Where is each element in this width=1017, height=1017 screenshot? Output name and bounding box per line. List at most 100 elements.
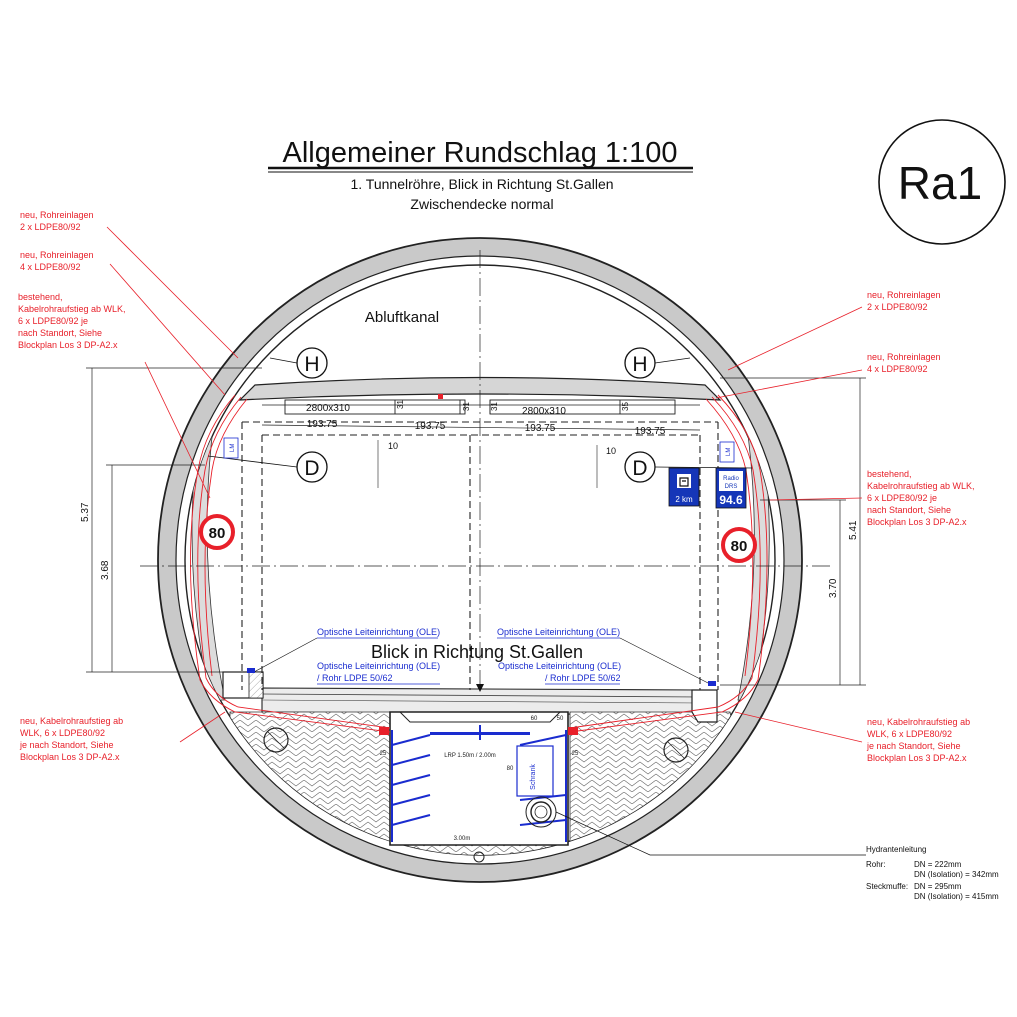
d-leader-left — [207, 455, 298, 468]
view-direction-label: Blick in Richtung St.Gallen — [371, 642, 583, 662]
hydrant-letter-right: H — [632, 353, 647, 376]
annotation-left-4: neu, Kabelrohraufstieg ab WLK, 6 x LDPE8… — [19, 716, 126, 762]
right-wall-lining — [737, 419, 770, 701]
cable-box-left — [379, 727, 389, 735]
dim-31-a: 31 — [396, 400, 405, 409]
drain-pipe-right — [663, 737, 689, 763]
hydrant-leader — [555, 811, 866, 856]
speed-sign-left-value: 80 — [209, 525, 226, 542]
drain-pipe-right-cross — [667, 741, 685, 759]
annotation-right-4: neu, Kabelrohraufstieg ab WLK, 6 x LDPE8… — [866, 717, 973, 763]
d-letter-left: D — [304, 457, 319, 480]
ole-label-right-2: Optische Leiteinrichtung (OLE) — [498, 661, 621, 671]
ole-label-left-2: Optische Leiteinrichtung (OLE) — [317, 661, 440, 671]
dim-10-left: 10 — [388, 441, 398, 451]
cabinet — [516, 745, 554, 797]
ole-leader-left — [253, 637, 318, 673]
h-leader-left — [269, 357, 298, 364]
gallery-dim-80: 80 — [507, 766, 514, 772]
dim-box-left: 2800x310 — [306, 403, 350, 414]
lm-box-left — [223, 437, 239, 459]
gallery-dim-25-right: 25 — [572, 751, 579, 757]
hydrant-pipe-mid — [530, 801, 552, 823]
annotation-right-1: neu, Rohreinlagen 2 x LDPE80/92 — [867, 290, 943, 312]
road-surface-line — [261, 693, 701, 698]
drawing-title: Allgemeiner Rundschlag 1:100 — [283, 137, 678, 169]
dim-193-d: 193.75 — [635, 426, 666, 437]
ole-marker-right — [708, 681, 716, 686]
annotation-right-3: bestehend, Kabelrohraufstieg ab WLK, 6 x… — [867, 469, 977, 527]
lrp-label: LRP 1.50m / 2.00m — [444, 753, 496, 759]
ceiling-marker — [438, 394, 443, 399]
sos-distance-label: 2 km — [675, 495, 693, 504]
annotation-right-2: neu, Rohreinlagen 4 x LDPE80/92 — [867, 352, 943, 374]
gallery-dim-60: 60 — [531, 716, 538, 722]
annotation-leaders — [106, 226, 863, 743]
drain-pipe-left — [263, 727, 289, 753]
cabinet-label: Schrank — [530, 764, 537, 790]
dim-193-c: 193.75 — [525, 423, 556, 434]
road-surface-line-2 — [261, 699, 701, 704]
gallery-width: 3.00m — [454, 836, 471, 842]
sheet-badge-label: Ra1 — [898, 157, 982, 209]
dim-193-a: 193.75 — [307, 419, 338, 430]
speed-sign-left — [199, 514, 235, 550]
hydrant-letter-left: H — [304, 353, 319, 376]
exhaust-duct-label: Abluftkanal — [365, 309, 439, 326]
ole-rohr-right: / Rohr LDPE 50/62 — [545, 673, 621, 683]
speed-sign-right — [721, 527, 757, 563]
dim-31-c: 31 — [490, 402, 499, 411]
drawing-subtitle: 1. Tunnelröhre, Blick in Richtung St.Gal… — [350, 176, 613, 192]
annotation-left-1: neu, Rohreinlagen 2 x LDPE80/92 — [20, 210, 96, 232]
axis-arrow — [476, 684, 484, 692]
lm-box-right — [719, 441, 735, 463]
phone-icon — [679, 477, 689, 487]
sheet-badge-circle — [878, 119, 1006, 245]
height-dim-left — [86, 367, 262, 673]
h-leader-right — [654, 357, 691, 364]
hydrant-spec: Hydrantenleitung Rohr: DN = 222mm DN (Is… — [866, 845, 1001, 901]
dim-35: 35 — [621, 402, 630, 411]
annotation-left-2: neu, Rohreinlagen 4 x LDPE80/92 — [20, 250, 96, 272]
d-letter-right: D — [632, 457, 647, 480]
radio-label-mid: DRS — [725, 484, 738, 490]
ole-leader-right — [619, 637, 711, 685]
dim-10-right: 10 — [606, 446, 616, 456]
radio-frequency: 94.6 — [719, 493, 743, 507]
height-368: 3.68 — [100, 560, 111, 580]
gallery-head — [399, 711, 561, 723]
gallery-dim-25-left: 25 — [380, 751, 387, 757]
dim-31-b: 31 — [462, 402, 471, 411]
left-cable-rack — [391, 730, 431, 842]
dim-193-line — [261, 424, 701, 431]
hydrant-pipe-inner — [534, 805, 548, 819]
dim-box-right: 2800x310 — [522, 406, 566, 417]
ole-label-right: Optische Leiteinrichtung (OLE) — [497, 627, 620, 637]
height-541: 5.41 — [848, 520, 859, 540]
radio-sign-inner — [719, 471, 743, 491]
annotation-left-3: bestehend, Kabelrohraufstieg ab WLK, 6 x… — [18, 292, 128, 350]
height-537: 5.37 — [80, 502, 91, 522]
dim-193-b: 193.75 — [415, 421, 446, 432]
drawing-subtitle-2: Zwischendecke normal — [410, 196, 553, 212]
radio-label-top: Radio — [723, 476, 739, 482]
right-kerb — [691, 689, 718, 723]
ventilation-boxes — [284, 399, 676, 415]
speed-sign-right-value: 80 — [731, 538, 748, 555]
invert-drain — [473, 851, 485, 863]
clearance-profile — [241, 421, 719, 690]
lm-label-right: LM — [726, 448, 732, 456]
ole-label-left: Optische Leiteinrichtung (OLE) — [317, 627, 440, 637]
cable-route-right — [569, 394, 768, 733]
ole-rohr-left: / Rohr LDPE 50/62 — [317, 673, 393, 683]
drain-pipe-left-cross — [267, 731, 285, 749]
intermediate-ceiling — [238, 376, 722, 401]
right-cable-rack — [519, 730, 567, 842]
cable-box-right — [568, 727, 578, 735]
cable-route-left — [190, 394, 391, 733]
left-kerb-core — [248, 671, 264, 699]
height-370: 3.70 — [828, 578, 839, 598]
gallery-dim-50: 50 — [557, 716, 564, 722]
ole-marker-left — [247, 668, 255, 673]
